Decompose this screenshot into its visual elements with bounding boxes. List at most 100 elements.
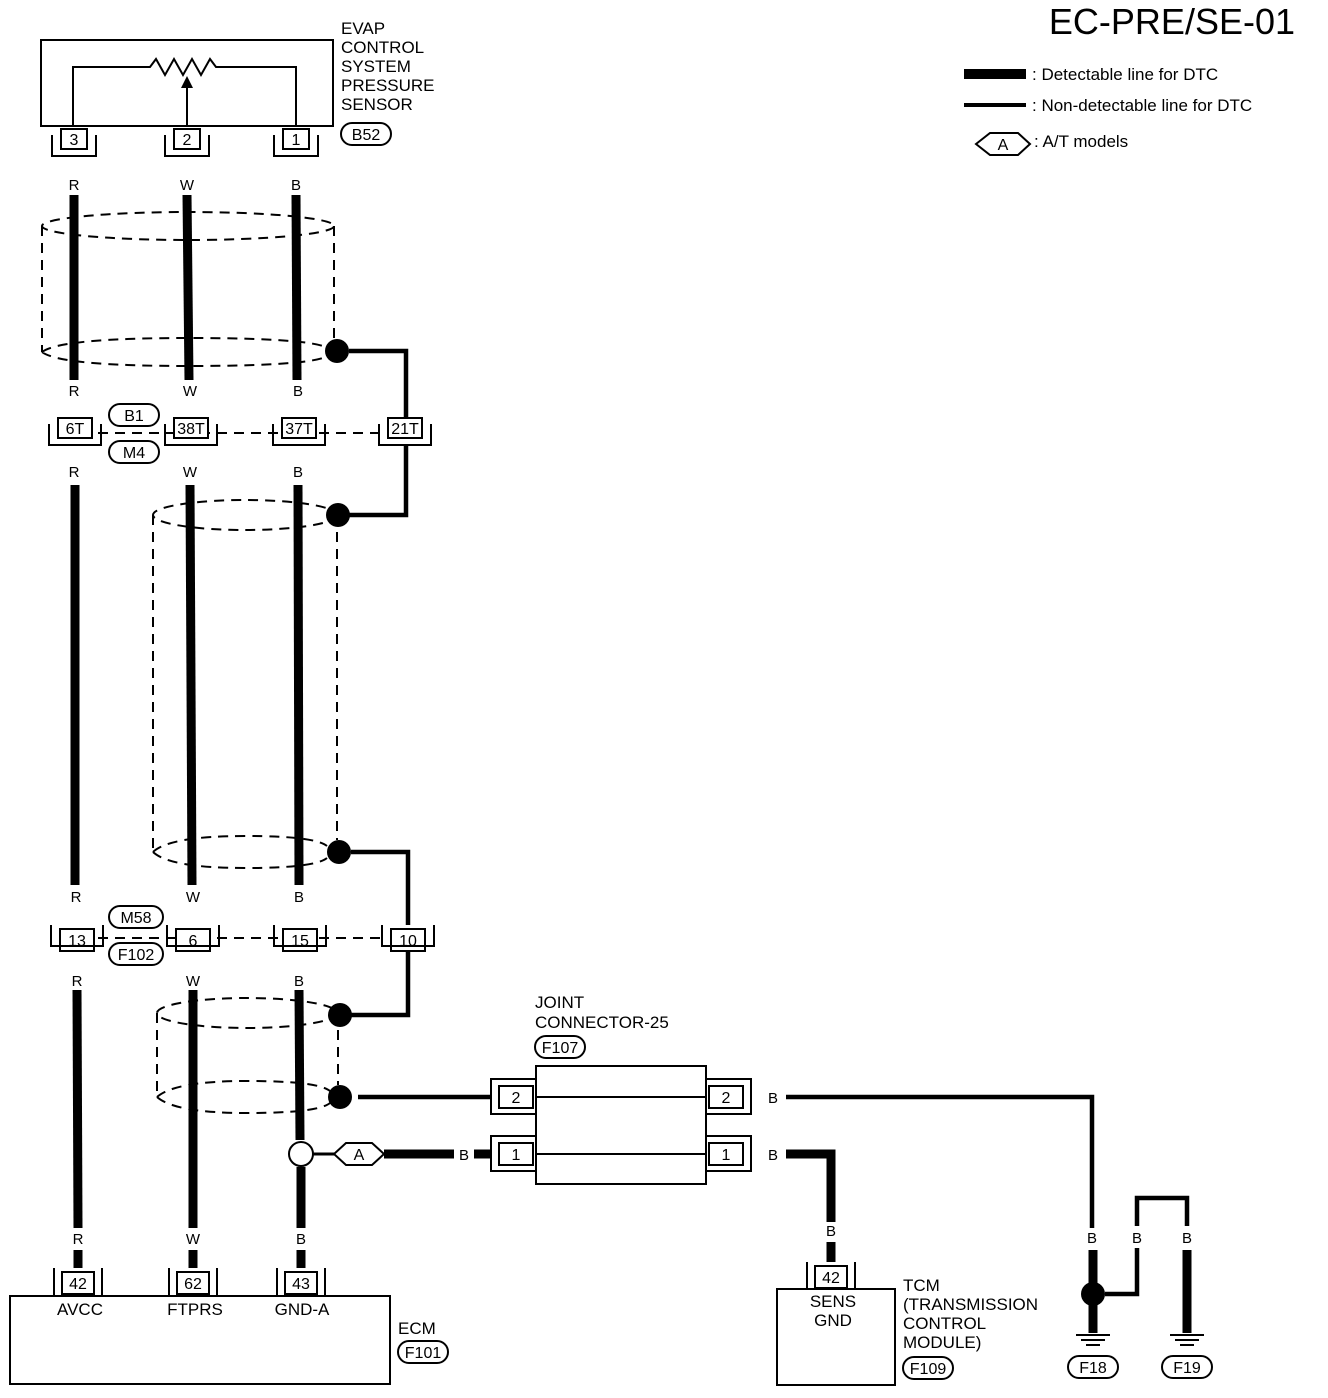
row2-bottom-id-pill [108,942,164,966]
ground-symbol-icon [1076,1334,1110,1346]
row1-pin-box-a [57,417,93,439]
wire-color-w: W [183,383,198,400]
ground-f18: F18 [1079,1360,1107,1377]
joint-label-1: JOINT [535,993,584,1012]
tcm-label-4: MODULE) [903,1333,981,1352]
joint-pin-box-l1 [498,1142,534,1166]
evap-sensor-label-1: EVAP [341,19,385,38]
tcm-id: F109 [910,1361,947,1378]
at-branch: A B [288,1141,490,1167]
wire-color-r: R [69,177,80,194]
ground-splice-dot [1081,1282,1105,1306]
row1-top-id-pill [108,403,160,427]
joint-id-pill [534,1035,586,1059]
evap-pin-bracket-2 [164,135,210,157]
tcm-id-pill [902,1356,954,1380]
main-wires [69,194,306,1229]
shield-3-top [156,997,338,1029]
splice-point [288,1141,314,1167]
legend: : Detectable line for DTC : Non-detectab… [964,65,1252,156]
joint-pin-right-1: 1 [722,1147,731,1164]
row2-pin-b: 6 [189,933,198,950]
joint-connector: JOINT CONNECTOR-25 F107 2 1 2 1 [490,993,752,1185]
evap-pin-box-3 [60,128,88,150]
wire-w-1 [182,194,194,381]
joint-pin-right-2: 2 [722,1090,731,1107]
row2-pin-bracket-a [50,925,104,947]
joint-pin-left-2: 2 [512,1090,521,1107]
wire-color-b: B [459,1147,469,1164]
ecm-pin-box-42 [61,1271,95,1295]
ecm-pin-62: 62 [184,1276,202,1293]
ecm-id-pill [397,1340,449,1364]
row1-top-id: B1 [124,408,144,425]
wire-color-b: B [826,1223,836,1240]
evap-pin-bracket-3 [51,135,97,157]
ecm-label: ECM [398,1319,436,1338]
wire-color-w: W [186,1231,201,1248]
wire-color-w: W [183,464,198,481]
joint-outputs: B B B [768,1090,1095,1262]
wire-b-1 [291,194,302,381]
row1-pin-bracket-c [272,424,326,446]
tcm-terminal-1: SENS [810,1292,856,1311]
row1-pin-bracket-a [48,424,102,446]
joint-pin-left-1: 1 [512,1147,521,1164]
row2-top-id: M58 [120,910,151,927]
grounds: B B B F18 F19 [1067,1195,1213,1379]
tcm-label-1: TCM [903,1276,940,1295]
row2-top-id-pill [108,905,164,929]
joint-pin-box-r2 [708,1085,744,1109]
wire-color-b: B [1087,1230,1097,1247]
row2-pin-bracket-c [273,925,327,947]
page-title: EC-PRE/SE-01 [1049,1,1295,42]
ecm-terminal-ftprs: FTPRS [167,1300,223,1319]
row2-pin-c: 15 [291,933,309,950]
row1-pin-c: 37T [285,421,313,438]
evap-sensor-label-5: SENSOR [341,95,413,114]
row1-pin-bracket-b [164,424,218,446]
tcm-pin-bracket-42 [806,1262,856,1289]
shield-3-drain [351,951,411,1018]
joint-pin-bracket-l2 [490,1078,536,1115]
wire-color-labels: R W B R W B R W B R W B R W B R W B [69,177,306,1248]
wire-b-2 [293,484,304,886]
row2-pin-bracket-d [381,925,435,947]
row1-bottom-id-pill [108,440,160,464]
joint-pin-box-r1 [708,1142,744,1166]
row2-pin-a: 13 [68,933,86,950]
wire-color-r: R [72,973,83,990]
evap-sensor-wiper-arrow [181,76,193,88]
legend-detectable-text: : Detectable line for DTC [1032,65,1218,84]
wire-color-b: B [768,1090,778,1107]
evap-pin-3: 3 [70,132,79,149]
joint-pin-bracket-l1 [490,1135,536,1172]
joint-pin-box-l2 [498,1085,534,1109]
row1-pin-bracket-d [378,424,432,446]
row1-pin-box-c [281,417,317,439]
wire-color-b: B [768,1147,778,1164]
wire-color-b: B [291,177,301,194]
row1-pin-a: 6T [66,421,85,438]
wire-color-b: B [1132,1230,1142,1247]
tcm: 42 SENS GND TCM (TRANSMISSION CONTROL MO… [776,1262,1038,1386]
tcm-label-2: (TRANSMISSION [903,1295,1038,1314]
shield-2 [152,499,411,925]
joint-body [535,1065,707,1185]
ecm-terminal-gnda: GND-A [275,1300,330,1319]
wire-color-b: B [294,889,304,906]
shield-2-drain-lower [351,849,411,925]
wire-r-3 [72,989,83,1229]
ecm-box [9,1295,391,1385]
shield-3-drain-dot-top [328,1003,352,1027]
shield-1-drain-dot [325,339,349,363]
legend-at-symbol-text: A [998,137,1009,154]
row2-bottom-id: F102 [118,947,155,964]
ecm-pin-bracket-43 [276,1268,326,1296]
row1-pin-d: 21T [391,421,419,438]
wire-color-b: B [1182,1230,1192,1247]
ground-f19: F19 [1173,1360,1201,1377]
legend-at-symbol [974,132,1032,156]
shield-2-drain-dot-top [326,503,350,527]
wire-color-b: B [296,1231,306,1248]
